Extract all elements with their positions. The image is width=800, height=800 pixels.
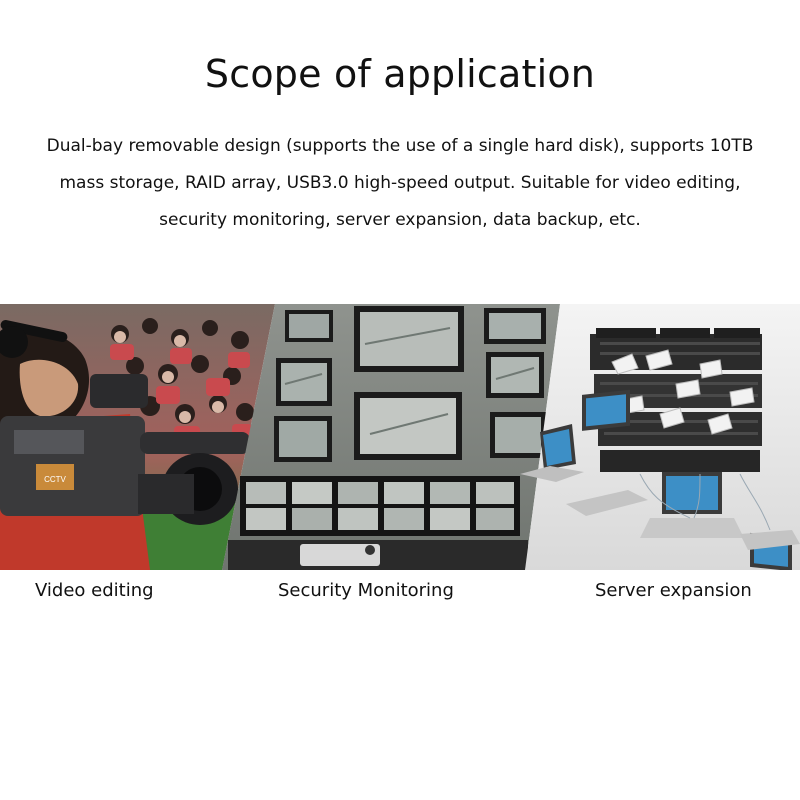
joystick bbox=[365, 545, 375, 555]
caption-video-editing: Video editing bbox=[35, 580, 154, 601]
network-cables bbox=[639, 473, 771, 531]
camera-viewfinder bbox=[90, 374, 148, 408]
description: Dual-bay removable design (supports the … bbox=[20, 128, 780, 239]
camera-sticker-label: CCTV bbox=[44, 475, 66, 484]
headphones-cup bbox=[0, 326, 28, 358]
caption-security-monitoring: Security Monitoring bbox=[278, 580, 454, 601]
monitor-row-top bbox=[285, 306, 546, 372]
cameraman-face bbox=[19, 359, 79, 417]
ptz-keyboard bbox=[300, 544, 380, 566]
description-line-1: Dual-bay removable design (supports the … bbox=[46, 136, 754, 156]
application-photos: CCTV bbox=[0, 304, 800, 570]
server-expansion-photo bbox=[520, 304, 800, 570]
crowd-faces bbox=[114, 331, 224, 423]
video-editing-photo: CCTV bbox=[0, 304, 275, 570]
description-line-2: mass storage, RAID array, USB3.0 high-sp… bbox=[59, 173, 741, 193]
camera-microphone bbox=[140, 432, 250, 454]
application-photo-strip: CCTV bbox=[0, 304, 800, 570]
security-monitoring-photo bbox=[222, 304, 560, 570]
headphones-band bbox=[0, 319, 68, 343]
laptop-right bbox=[740, 530, 800, 570]
laptop-center bbox=[640, 472, 744, 538]
camera-panel bbox=[14, 430, 84, 454]
caption-server-expansion: Server expansion bbox=[595, 580, 752, 601]
laptop-left bbox=[520, 424, 584, 482]
laptop-center-left bbox=[566, 389, 648, 516]
monitor-row-middle bbox=[274, 352, 546, 462]
page-title: Scope of application bbox=[204, 52, 596, 96]
camera-sticker bbox=[36, 464, 74, 490]
description-line-3: security monitoring, server expansion, d… bbox=[159, 210, 641, 230]
monitor-row-bottom bbox=[240, 476, 520, 536]
screen-details bbox=[284, 327, 535, 435]
camera-lens-barrel bbox=[138, 474, 194, 514]
